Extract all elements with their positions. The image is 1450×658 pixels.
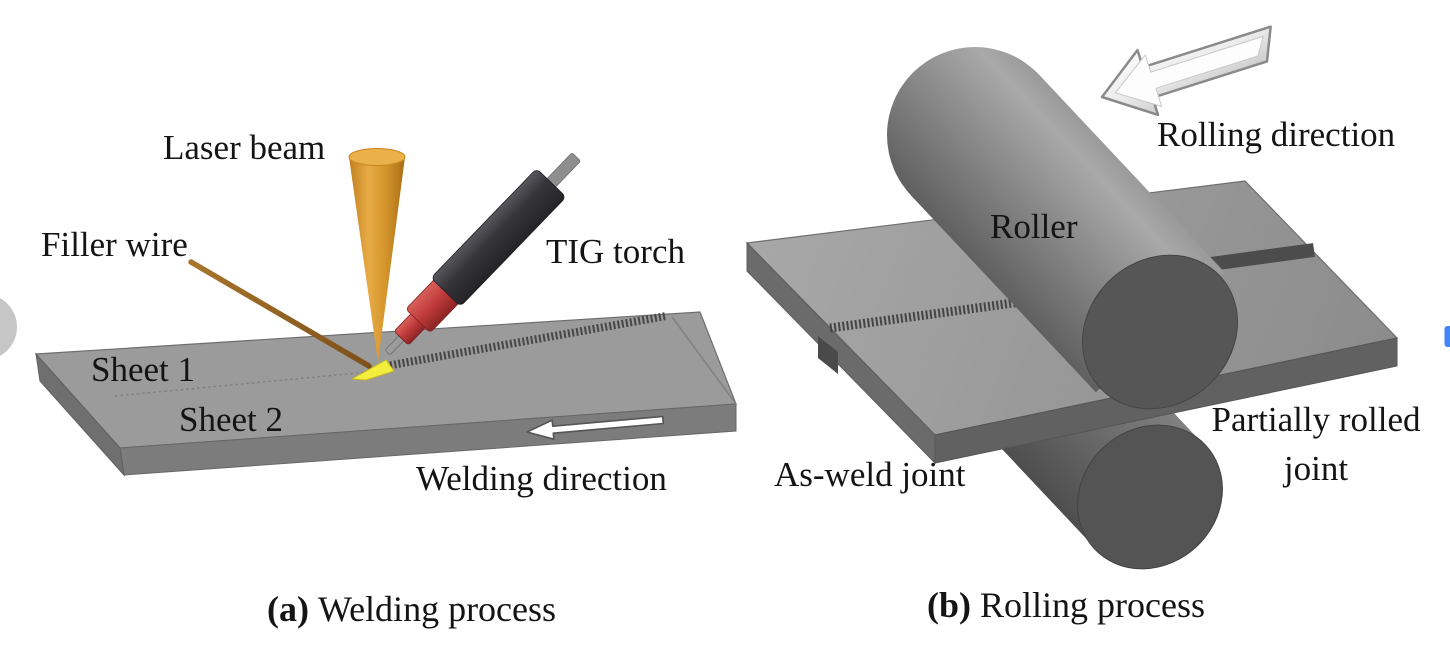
tig-torch (385, 153, 581, 355)
rolling-arrow-bevel (1114, 35, 1264, 108)
label-partially-rolled-line1: Partially rolled (1212, 400, 1421, 439)
caption-b: (b)Rolling process (927, 585, 1205, 625)
label-tig-torch: TIG torch (546, 232, 685, 271)
label-rolling-direction: Rolling direction (1157, 115, 1395, 154)
label-filler-wire: Filler wire (41, 225, 188, 264)
sheet-plate-right-edge (671, 316, 737, 405)
laser-cone-top (348, 148, 406, 166)
bottom-roller-end-face (1077, 424, 1223, 570)
sheet-plate (34, 311, 737, 477)
weld-pool (350, 359, 395, 381)
welding-direction-arrow (526, 415, 665, 441)
left-edge-nav-circle[interactable] (0, 294, 17, 360)
caption-a-marker: (a) (267, 589, 309, 629)
rolling-direction-arrow (1100, 25, 1272, 117)
caption-a: (a)Welding process (267, 589, 556, 629)
label-laser-beam: Laser beam (163, 128, 325, 167)
laser-beam-cone (348, 148, 406, 362)
top-roller-end-face (1081, 254, 1239, 410)
sheet-plate-left-face (35, 352, 125, 477)
label-roller: Roller (990, 207, 1078, 246)
label-sheet-2: Sheet 2 (179, 400, 283, 439)
filler-wire (188, 259, 372, 369)
torch-handle-body (432, 170, 565, 305)
weld-bead (385, 312, 667, 370)
caption-b-marker: (b) (927, 585, 971, 625)
plate-support-tab (818, 336, 838, 374)
panel-b-rolling: Roller Rolling direction As-weld joint P… (745, 25, 1421, 625)
label-welding-direction: Welding direction (416, 459, 667, 498)
right-edge-blue-element[interactable] (1444, 326, 1450, 347)
label-sheet-1: Sheet 1 (91, 350, 195, 389)
caption-a-text: Welding process (318, 589, 556, 629)
caption-b-text: Rolling process (980, 585, 1205, 625)
laser-cone-body (349, 157, 405, 362)
top-roller (887, 47, 1239, 410)
label-as-weld-joint: As-weld joint (774, 455, 966, 494)
panel-a-welding: Laser beam Filler wire TIG torch Sheet 1… (34, 128, 737, 629)
label-partially-rolled-line2: joint (1282, 449, 1348, 488)
butt-joint-seam (114, 371, 369, 397)
